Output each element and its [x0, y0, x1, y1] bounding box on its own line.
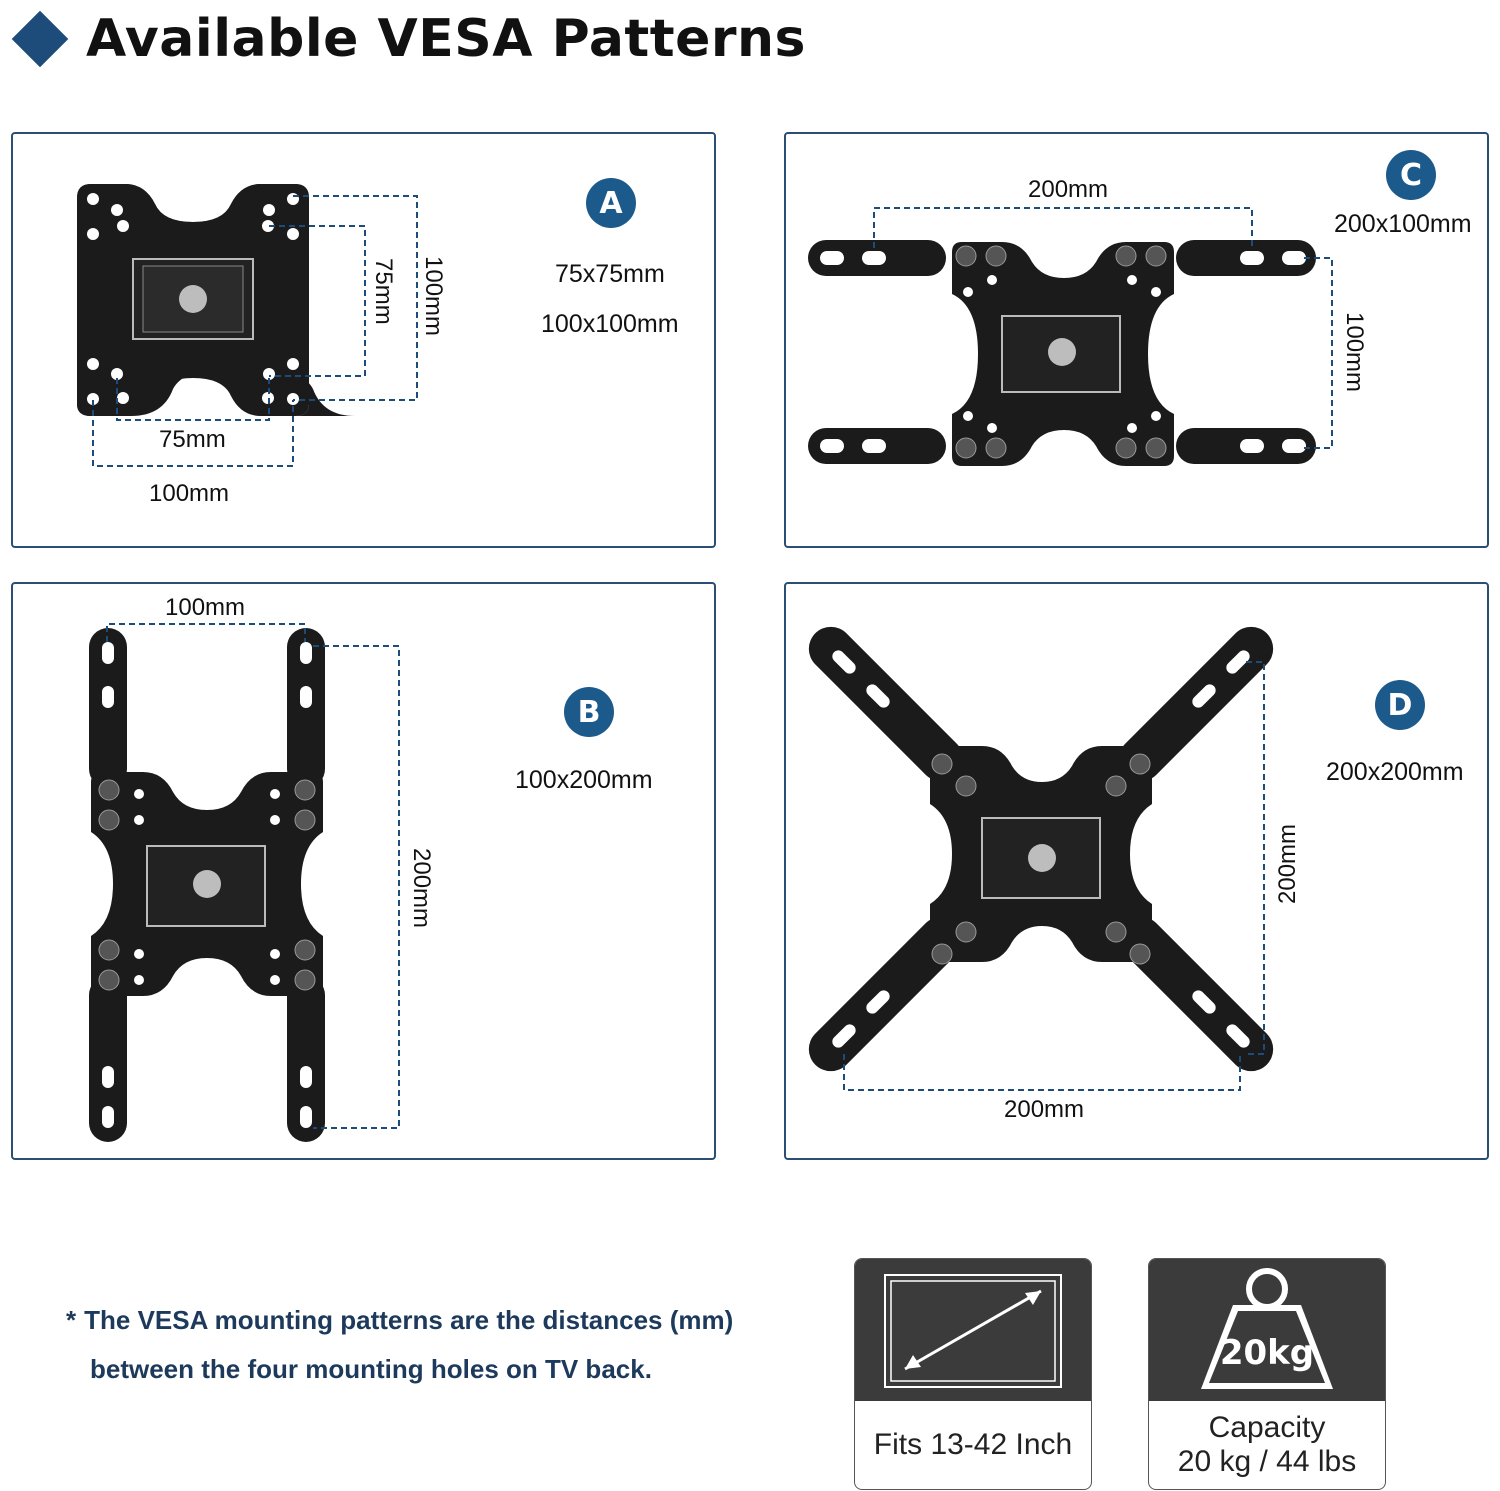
weight-label: 20kg [1219, 1333, 1315, 1373]
mount-plate-a-illustration [77, 184, 418, 467]
dim-d-horizontal: 200mm [1004, 1096, 1085, 1123]
fits-card: Fits 13-42 Inch [854, 1258, 1092, 1490]
spec-a-2: 100x100mm [541, 310, 679, 338]
badge-d: D [1375, 680, 1425, 730]
tv-diagonal-icon [884, 1274, 1062, 1388]
capacity-card: 20kg Capacity 20 kg / 44 lbs [1148, 1258, 1386, 1490]
panel-b: 100mm 200mm B 100x200mm [11, 582, 716, 1160]
spec-d-1: 200x200mm [1326, 758, 1464, 786]
panel-a: 75mm 100mm 75mm 100mm A 75x75mm 100x100m… [11, 132, 716, 548]
badge-c: C [1386, 150, 1436, 200]
page-title: Available VESA Patterns [86, 9, 806, 69]
fits-text: Fits 13-42 Inch [873, 1428, 1073, 1461]
dim-d-vertical: 200mm [1274, 823, 1301, 904]
weight-icon [1201, 1268, 1333, 1389]
dim-b-horizontal: 100mm [165, 594, 246, 621]
dim-c-horizontal: 200mm [1028, 176, 1109, 203]
diamond-icon [11, 10, 69, 68]
mount-plate-c-illustration [808, 207, 1333, 466]
fits-card-label: Fits 13-42 Inch [855, 1401, 1091, 1489]
spec-c-1: 200x100mm [1334, 210, 1472, 238]
dim-a-inner-horizontal: 75mm [159, 426, 226, 453]
panel-d: 200mm 200mm D 200x200mm [784, 582, 1489, 1160]
capacity-line-2: 20 kg / 44 lbs [1177, 1445, 1357, 1478]
spec-a-1: 75x75mm [555, 260, 665, 288]
dim-c-vertical: 100mm [1341, 312, 1368, 393]
capacity-card-label: Capacity 20 kg / 44 lbs [1149, 1401, 1385, 1489]
mount-plate-b-illustration [89, 623, 400, 1142]
spec-b-1: 100x200mm [515, 766, 653, 794]
badge-b: B [564, 687, 614, 737]
dim-a-inner-vertical: 75mm [370, 258, 397, 325]
fits-card-icon-area [855, 1259, 1091, 1401]
page-header: Available VESA Patterns [8, 6, 806, 72]
capacity-card-icon-area: 20kg [1149, 1259, 1385, 1401]
vesa-note: *The VESA mounting patterns are the dist… [66, 1296, 733, 1394]
dim-b-vertical: 200mm [408, 848, 435, 929]
note-line-2: between the four mounting holes on TV ba… [90, 1354, 652, 1384]
note-line-1: The VESA mounting patterns are the dista… [84, 1305, 734, 1335]
badge-a: A [586, 178, 636, 228]
panel-c: 200mm 100mm C 200x100mm [784, 132, 1489, 548]
mount-plate-d-illustration [808, 626, 1274, 1091]
note-asterisk: * [66, 1305, 77, 1335]
capacity-line-1: Capacity [1208, 1411, 1326, 1444]
dim-a-outer-horizontal: 100mm [149, 480, 230, 507]
dim-a-outer-vertical: 100mm [420, 256, 447, 337]
